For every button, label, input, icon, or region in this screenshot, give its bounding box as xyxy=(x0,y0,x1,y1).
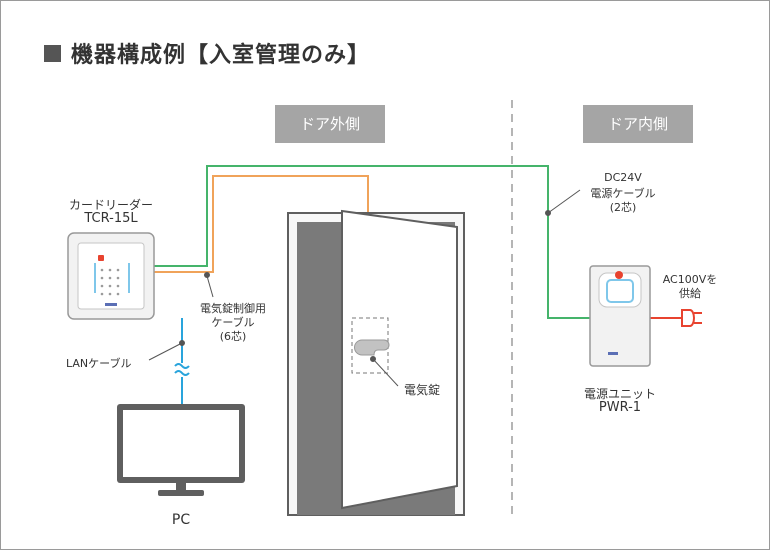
lock-cable-label-line1: 電気錠制御用 xyxy=(200,302,266,315)
door-graphic xyxy=(287,209,465,516)
pc-label: PC xyxy=(171,512,191,528)
power-cable-label-line3: (2芯) xyxy=(609,201,637,214)
card-reader-device xyxy=(67,232,155,320)
power-cable xyxy=(153,165,594,319)
lock-cable-label-line2: ケーブル xyxy=(211,316,255,329)
plug-icon xyxy=(681,309,702,327)
power-unit-model-label: PWR-1 xyxy=(598,400,642,415)
title-row: 機器構成例【入室管理のみ】 xyxy=(44,40,371,68)
power-unit-name-label: 電源ユニット xyxy=(583,387,656,401)
lan-cable-label: LANケーブル xyxy=(66,357,132,370)
ac-supply-label-line1: AC100Vを xyxy=(662,273,718,286)
page-title: 機器構成例【入室管理のみ】 xyxy=(71,43,371,68)
power-cable-label-line1: DC24V xyxy=(604,171,642,184)
reader-model-label: TCR-15L xyxy=(84,211,138,226)
zone-header-outside: ドア外側 xyxy=(275,105,385,143)
lan-break-icon xyxy=(174,363,190,376)
ac-supply-label-line2: 供給 xyxy=(679,287,701,300)
power-cable-label-line2: 電源ケーブル xyxy=(590,187,656,200)
pc-monitor-icon xyxy=(117,404,245,496)
zone-header-inside: ドア内側 xyxy=(583,105,693,143)
electric-lock-label: 電気錠 xyxy=(404,383,441,397)
annotation-leaders xyxy=(148,189,581,387)
title-marker-icon xyxy=(44,44,61,62)
reader-name-label: カードリーダー xyxy=(68,198,153,212)
power-unit-device xyxy=(589,265,651,367)
lock-cable-label-line3: (6芯) xyxy=(219,330,247,343)
